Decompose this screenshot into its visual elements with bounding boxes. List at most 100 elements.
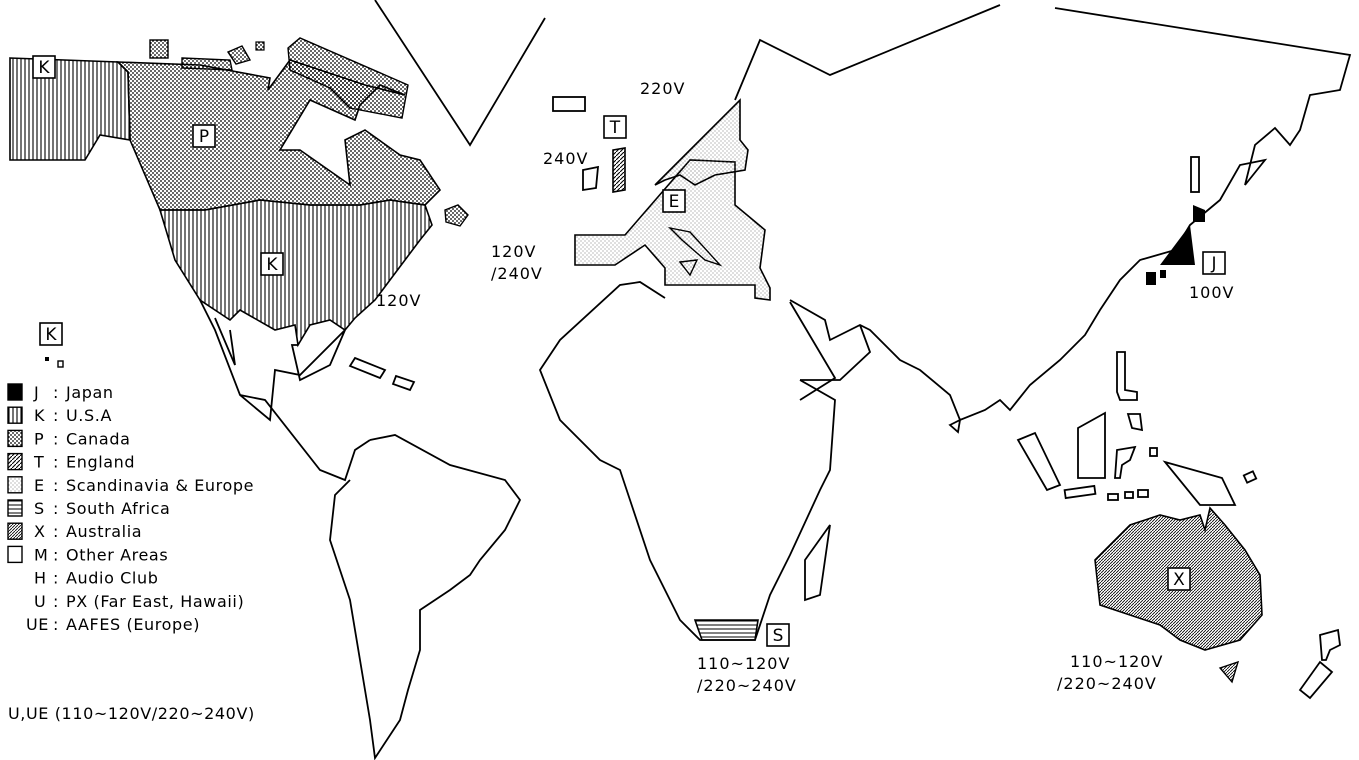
legend-swatch-dots: [7, 429, 23, 448]
legend-code: U: [34, 592, 46, 611]
voltage-japan: 100V: [1189, 283, 1234, 302]
legend-swatch-fine: [7, 476, 23, 494]
legend-separator: :: [53, 615, 59, 634]
legend-item-h: H: Audio Club: [34, 569, 158, 588]
legend-label: U.S.A: [66, 406, 112, 425]
legend-label: Audio Club: [66, 569, 158, 588]
legend-label: Canada: [66, 429, 130, 448]
code-box-p-canada: P: [192, 124, 216, 148]
legend-label: Australia: [66, 522, 142, 541]
legend-swatch-solid: [7, 383, 23, 401]
legend-item-u: U: PX (Far East, Hawaii): [34, 592, 244, 611]
svg-text:K: K: [38, 58, 50, 78]
voltage-australia-2: /220~240V: [1057, 674, 1157, 693]
island-ireland: [582, 165, 600, 192]
island-madagascar: [804, 524, 831, 602]
svg-text:P: P: [199, 127, 209, 147]
legend-item-j: J:Japan: [7, 383, 114, 402]
legend-separator: :: [53, 545, 59, 564]
legend-label: AAFES (Europe): [66, 615, 200, 634]
code-box-k-hawaii: K: [39, 322, 63, 346]
island-baffin: [287, 37, 409, 119]
island-sicily: [678, 259, 699, 277]
code-box-s-south-africa: S: [766, 623, 790, 647]
baja-peninsula: [214, 317, 236, 366]
central-america-coast: [239, 394, 371, 482]
island-cuba: [348, 356, 387, 380]
legend-separator: :: [53, 499, 59, 518]
legend-label: England: [66, 453, 135, 472]
legend-swatch-cross: [7, 522, 23, 540]
code-box-x-australia: X: [1167, 567, 1191, 591]
voltage-europe-2: /240V: [491, 264, 543, 283]
legend-code: UE: [26, 615, 49, 634]
legend-separator: :: [53, 476, 59, 495]
island-canada-3: [226, 45, 252, 65]
svg-text:S: S: [773, 626, 784, 646]
region-japan: [1146, 156, 1205, 285]
legend-separator: :: [53, 569, 59, 588]
voltage-europe-1: 120V: [491, 242, 536, 261]
legend-code: X: [34, 522, 46, 541]
legend-item-t: T: England: [7, 453, 135, 472]
svg-text:J: J: [1210, 254, 1216, 274]
island-hawaii-2: [57, 360, 64, 368]
code-box-j-japan: J: [1202, 251, 1226, 275]
legend-footnote: U,UE (110~120V/220~240V): [8, 704, 255, 723]
legend-swatch-empty: [7, 545, 23, 564]
legend-label: Scandinavia & Europe: [66, 476, 254, 495]
island-canada-4: [255, 41, 265, 51]
region-scandinavia: [654, 98, 749, 186]
svg-text:T: T: [609, 118, 621, 138]
legend-code: M: [34, 545, 48, 564]
asia-north-coast: [734, 4, 1001, 101]
region-italy: [667, 226, 723, 267]
north-america: [9, 37, 469, 482]
legend: J:JapanK:U.S.AP:CanadaT:EnglandE:Scandin…: [7, 383, 254, 634]
red-sea-coast: [789, 301, 837, 401]
legend-code: H: [34, 569, 47, 588]
arabia: [800, 324, 872, 381]
legend-code: K: [34, 406, 45, 425]
legend-item-k: K: U.S.A: [7, 406, 112, 425]
legend-separator: :: [53, 522, 59, 541]
legend-separator: :: [53, 592, 59, 611]
legend-item-s: S:South Africa: [7, 499, 170, 518]
island-hawaii-1: [45, 357, 49, 361]
svg-text:X: X: [1173, 570, 1185, 590]
legend-label: PX (Far East, Hawaii): [66, 592, 244, 611]
legend-label: Japan: [65, 383, 114, 402]
legend-code: E: [34, 476, 45, 495]
pacific-islands: [804, 351, 1258, 602]
svg-text:K: K: [266, 255, 278, 275]
region-england: [612, 147, 626, 193]
region-south-africa: [693, 619, 759, 641]
svg-text:K: K: [45, 325, 57, 345]
legend-separator: :: [53, 406, 59, 425]
legend-item-ue: UE: AAFES (Europe): [26, 615, 200, 634]
legend-code: P: [34, 429, 44, 448]
region-alaska: [9, 57, 131, 161]
voltage-scandinavia: 220V: [640, 79, 685, 98]
legend-swatch-horizontal: [7, 499, 23, 517]
voltage-england: 240V: [543, 149, 588, 168]
island-iceland: [552, 96, 586, 112]
europe: [552, 96, 771, 301]
code-box-t-england: T: [603, 115, 627, 139]
legend-item-m: M:Other Areas: [7, 545, 168, 564]
legend-code: T: [33, 453, 44, 472]
code-box-k-alaska: K: [32, 55, 56, 79]
legend-separator: :: [53, 453, 59, 472]
voltage-usa: 120V: [376, 291, 421, 310]
south-america: [329, 434, 522, 760]
legend-item-x: X: Australia: [7, 522, 142, 541]
asia-north-east: [789, 7, 1352, 422]
island-nz-south: [1298, 660, 1334, 700]
voltage-south-africa-2: /220~240V: [697, 676, 797, 695]
legend-code: S: [34, 499, 45, 518]
code-box-k-usa: K: [260, 252, 284, 276]
legend-separator: :: [53, 383, 59, 402]
mexico-central-america: [199, 299, 346, 422]
voltage-south-africa-1: 110~120V: [697, 654, 790, 673]
